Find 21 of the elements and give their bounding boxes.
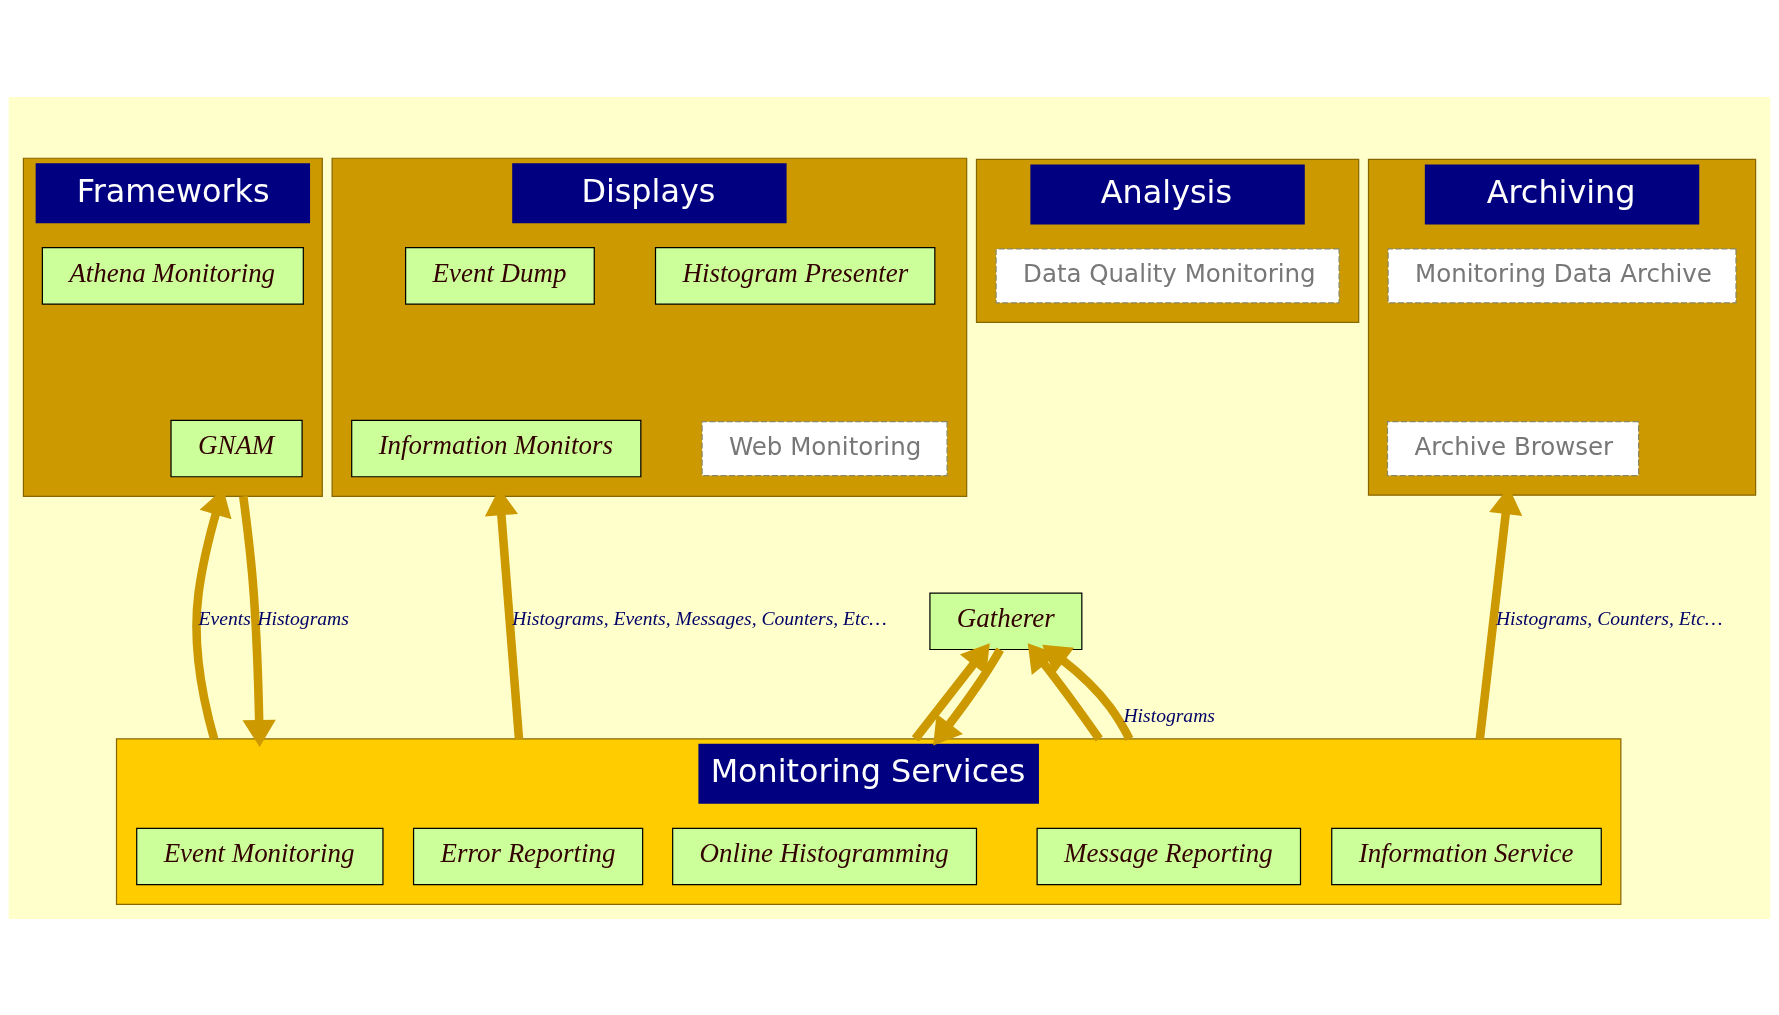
- node-box: Archive Browser: [1386, 420, 1640, 476]
- edge-label: Histograms: [1123, 704, 1215, 726]
- arrow: [1027, 642, 1103, 741]
- arrow: [239, 495, 276, 747]
- arrow: [911, 642, 990, 742]
- node-box: Information Monitors: [351, 419, 642, 477]
- arrow: [933, 647, 1004, 745]
- node-box: Information Service: [1331, 827, 1602, 885]
- node-box: Gatherer: [929, 592, 1083, 650]
- node-box: Histogram Presenter: [654, 246, 936, 305]
- node-box: Athena Monitoring: [41, 246, 304, 305]
- node-box: Error Reporting: [412, 827, 644, 885]
- node-box: Web Monitoring: [701, 420, 948, 476]
- arrow: [1042, 644, 1134, 741]
- node-box: GNAM: [170, 419, 303, 477]
- node-box: Event Monitoring: [136, 827, 384, 885]
- node-box: Online Histogramming: [672, 827, 978, 885]
- node-box: Message Reporting: [1036, 827, 1302, 885]
- node-box: Data Quality Monitoring: [995, 247, 1340, 303]
- node-box: Event Dump: [405, 246, 595, 305]
- node-box: Monitoring Data Archive: [1387, 247, 1737, 303]
